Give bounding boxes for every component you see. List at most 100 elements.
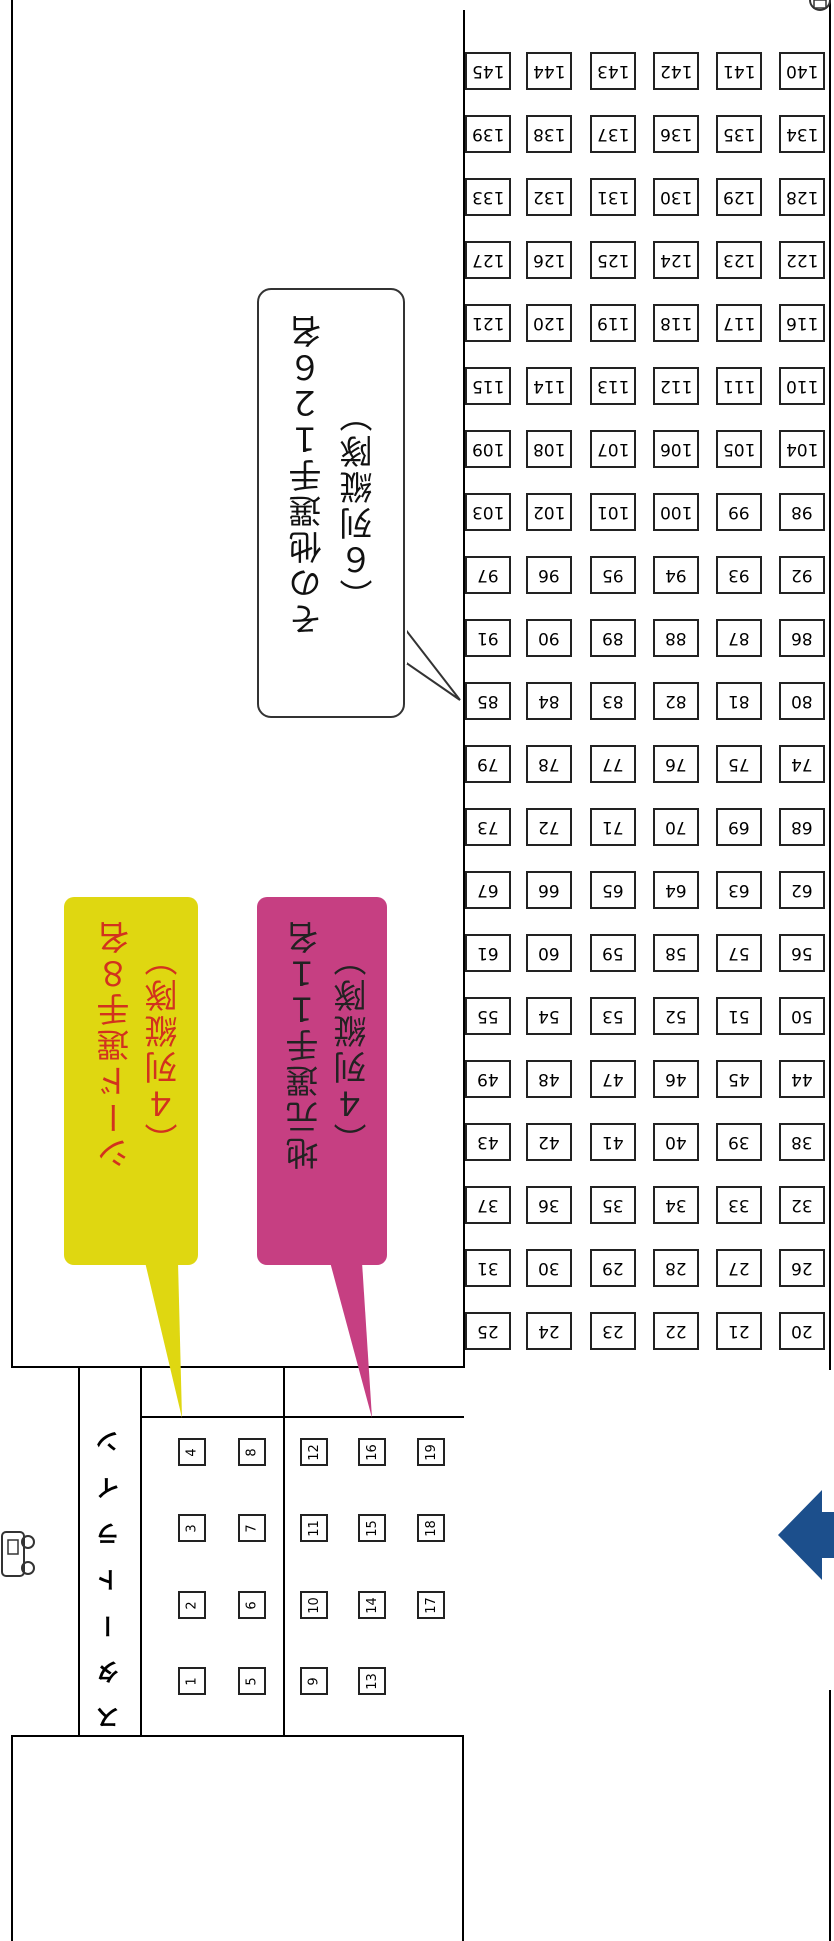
runner-slot: 74: [779, 745, 825, 783]
start-slot: 7: [238, 1514, 266, 1542]
runner-slot: 90: [526, 619, 572, 657]
runner-slot: 68: [779, 808, 825, 846]
runner-slot: 141: [716, 52, 762, 90]
runner-slot: 69: [716, 808, 762, 846]
start-slot: 10: [300, 1591, 328, 1619]
runner-slot: 126: [526, 241, 572, 279]
start-slot: 4: [178, 1438, 206, 1466]
runner-slot: 22: [653, 1312, 699, 1350]
runner-slot: 64: [653, 871, 699, 909]
runner-slot: 31: [465, 1249, 511, 1287]
runner-slot: 122: [779, 241, 825, 279]
runner-slot: 96: [526, 556, 572, 594]
start-line-right-border: [140, 1368, 142, 1735]
course-bottom-line: [11, 1366, 464, 1368]
runner-slot: 121: [465, 304, 511, 342]
runner-slot: 35: [590, 1186, 636, 1224]
course-outer-line: [11, 0, 13, 1368]
runner-slot: 67: [465, 871, 511, 909]
runner-slot: 41: [590, 1123, 636, 1161]
runner-slot: 54: [526, 997, 572, 1035]
runner-slot: 93: [716, 556, 762, 594]
runner-slot: 120: [526, 304, 572, 342]
runner-slot: 65: [590, 871, 636, 909]
start-area-left-line: [11, 1735, 13, 1941]
runner-slot: 116: [779, 304, 825, 342]
runner-slot: 133: [465, 178, 511, 216]
runner-slot: 28: [653, 1249, 699, 1287]
runner-slot: 135: [716, 115, 762, 153]
runner-slot: 38: [779, 1123, 825, 1161]
runner-slot: 34: [653, 1186, 699, 1224]
runner-slot: 32: [779, 1186, 825, 1224]
runner-slot: 114: [526, 367, 572, 405]
runner-slot: 105: [716, 430, 762, 468]
start-slot: 12: [300, 1438, 328, 1466]
runner-slot: 100: [653, 493, 699, 531]
runner-slot: 102: [526, 493, 572, 531]
runner-slot: 104: [779, 430, 825, 468]
runner-slot: 84: [526, 682, 572, 720]
runner-slot: 91: [465, 619, 511, 657]
runner-slot: 55: [465, 997, 511, 1035]
start-slot: 6: [238, 1591, 266, 1619]
runner-slot: 51: [716, 997, 762, 1035]
runner-slot: 85: [465, 682, 511, 720]
runner-slot: 50: [779, 997, 825, 1035]
start-line-left-border: [78, 1368, 80, 1735]
runner-slot: 29: [590, 1249, 636, 1287]
group-divider-vertical: [283, 1368, 285, 1735]
start-area-top-line: [11, 1735, 464, 1737]
runner-slot: 52: [653, 997, 699, 1035]
runner-slot: 103: [465, 493, 511, 531]
course-top-line: [463, 10, 465, 1368]
runner-slot: 71: [590, 808, 636, 846]
start-slot: 11: [300, 1514, 328, 1542]
start-slot: 16: [358, 1438, 386, 1466]
start-slot: 15: [358, 1514, 386, 1542]
runner-slot: 127: [465, 241, 511, 279]
start-slot: 14: [358, 1591, 386, 1619]
start-area-right-line: [462, 1735, 464, 1941]
runner-slot: 137: [590, 115, 636, 153]
runner-slot: 81: [716, 682, 762, 720]
runner-slot: 45: [716, 1060, 762, 1098]
runner-slot: 140: [779, 52, 825, 90]
runner-slot: 115: [465, 367, 511, 405]
runner-slot: 23: [590, 1312, 636, 1350]
start-slot: 19: [417, 1438, 445, 1466]
runner-slot: 47: [590, 1060, 636, 1098]
other-bubble-line2: （６列縦隊）: [339, 396, 378, 612]
runner-slot: 30: [526, 1249, 572, 1287]
runner-slot: 143: [590, 52, 636, 90]
runner-slot: 75: [716, 745, 762, 783]
runner-slot: 83: [590, 682, 636, 720]
runner-slot: 88: [653, 619, 699, 657]
start-slot: 13: [358, 1667, 386, 1695]
runner-slot: 145: [465, 52, 511, 90]
runner-slot: 42: [526, 1123, 572, 1161]
runner-slot: 112: [653, 367, 699, 405]
start-slot: 17: [417, 1591, 445, 1619]
runner-slot: 101: [590, 493, 636, 531]
runner-slot: 108: [526, 430, 572, 468]
runner-slot: 36: [526, 1186, 572, 1224]
runner-slot: 80: [779, 682, 825, 720]
runner-slot: 125: [590, 241, 636, 279]
start-slot: 5: [238, 1667, 266, 1695]
runner-slot: 33: [716, 1186, 762, 1224]
runner-slot: 110: [779, 367, 825, 405]
seed-runners-bubble: [64, 897, 198, 1265]
runner-slot: 87: [716, 619, 762, 657]
runner-slot: 98: [779, 493, 825, 531]
runner-slot: 130: [653, 178, 699, 216]
runner-slot: 58: [653, 934, 699, 972]
runner-slot: 60: [526, 934, 572, 972]
runner-slot: 39: [716, 1123, 762, 1161]
runner-slot: 40: [653, 1123, 699, 1161]
runner-slot: 131: [590, 178, 636, 216]
runner-slot: 59: [590, 934, 636, 972]
runner-slot: 117: [716, 304, 762, 342]
other-bubble-line1: その他選手１２６名: [288, 312, 327, 636]
start-slot: 8: [238, 1438, 266, 1466]
